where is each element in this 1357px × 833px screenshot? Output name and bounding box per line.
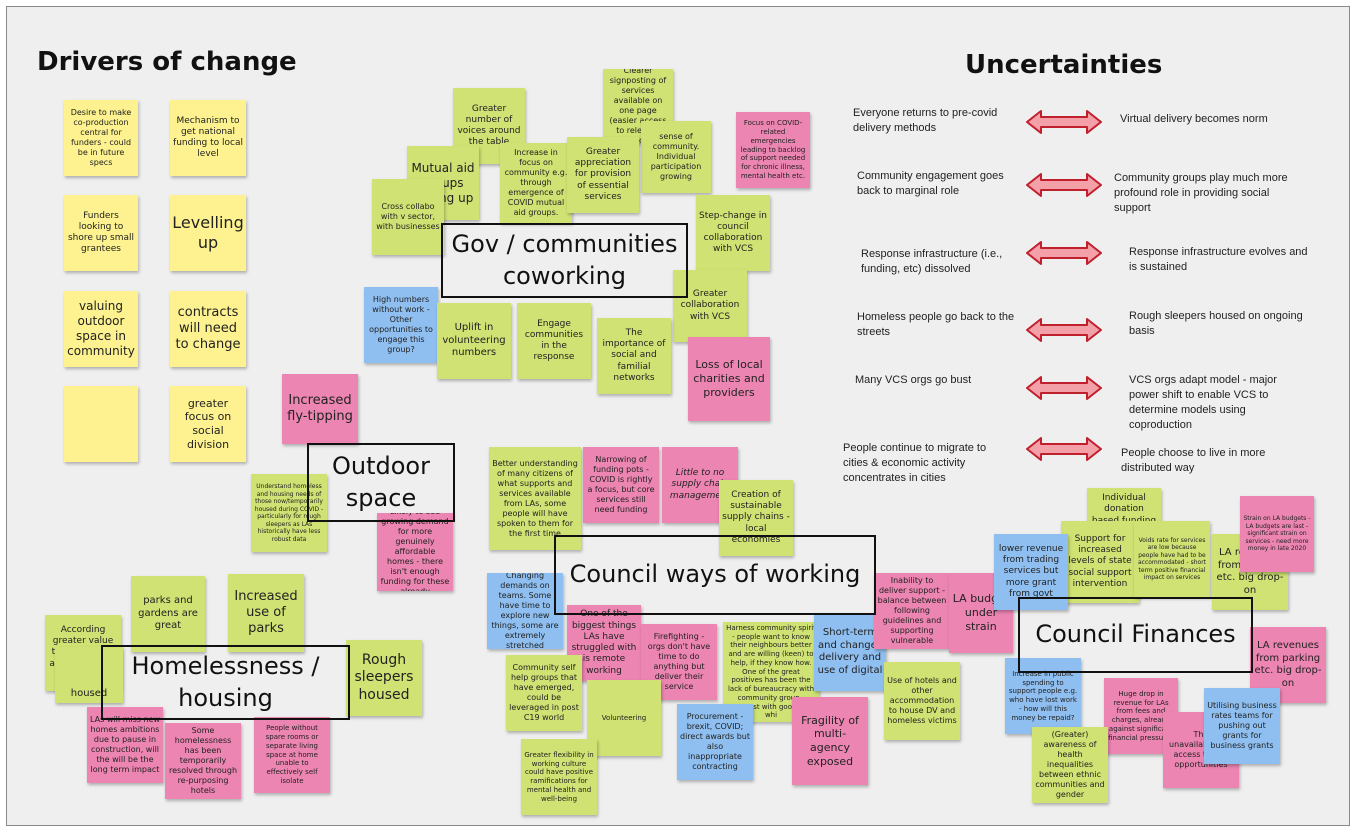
cluster-label-gov-communities[interactable]: Gov / communities coworking bbox=[441, 223, 688, 298]
sticky-note[interactable]: Step-change in council collaboration wit… bbox=[696, 195, 770, 271]
sticky-note[interactable]: Changing demands on teams. Some have tim… bbox=[487, 573, 563, 649]
sticky-note[interactable] bbox=[64, 386, 138, 462]
sticky-note[interactable]: Increase in public spending to support p… bbox=[1005, 658, 1081, 734]
double-arrow-icon bbox=[1026, 241, 1102, 265]
sticky-note[interactable]: High numbers without work - Other opport… bbox=[364, 287, 438, 363]
sticky-note[interactable]: Use of hotels and other accommodation to… bbox=[884, 662, 960, 740]
sticky-note[interactable]: sense of community. Individual participa… bbox=[641, 121, 711, 193]
sticky-note[interactable]: Levelling up bbox=[170, 195, 246, 271]
cluster-label-council-ways[interactable]: Council ways of working bbox=[554, 535, 876, 615]
sticky-note[interactable]: Narrowing of funding pots - COVID is rig… bbox=[583, 447, 659, 523]
sticky-note[interactable]: Rough sleepers housed bbox=[346, 640, 422, 716]
cluster-label-council-finances[interactable]: Council Finances bbox=[1018, 597, 1253, 673]
sticky-note[interactable]: Greater appreciation for provision of es… bbox=[567, 137, 639, 213]
sticky-note[interactable]: Procurement - brexit, COVID; direct awar… bbox=[677, 704, 753, 780]
sticky-note[interactable]: Cross collabo with v sector, with busine… bbox=[372, 179, 444, 255]
sticky-note[interactable]: valuing outdoor space in community bbox=[64, 291, 138, 367]
whiteboard-canvas[interactable]: Drivers of change Uncertainties Desire t… bbox=[6, 6, 1350, 826]
sticky-note[interactable]: Greater collaboration with VCS bbox=[673, 270, 747, 342]
uncertainty-left-text: Response infrastructure (i.e., funding, … bbox=[861, 248, 1003, 275]
sticky-note[interactable]: Uplift in volunteering numbers bbox=[437, 303, 511, 379]
double-arrow-icon bbox=[1026, 318, 1102, 342]
sticky-note[interactable]: Engage communities in the response bbox=[517, 303, 591, 379]
sticky-note[interactable]: Loss of local charities and providers bbox=[688, 337, 770, 421]
cluster-label-homelessness-housing[interactable]: Homelessness / housing bbox=[101, 645, 350, 720]
sticky-note[interactable]: Better understanding of many citizens of… bbox=[489, 447, 581, 550]
uncertainty-left-text: Community engagement goes back to margin… bbox=[857, 170, 1004, 197]
sticky-note[interactable]: Likely to see growing demand for more ge… bbox=[377, 513, 453, 591]
double-arrow-icon bbox=[1026, 437, 1102, 461]
uncertainty-right-text: Virtual delivery becomes norm bbox=[1120, 113, 1268, 125]
drivers-heading: Drivers of change bbox=[37, 47, 297, 77]
sticky-note[interactable]: Voids rate for services are low because … bbox=[1134, 521, 1210, 597]
sticky-note[interactable]: Creation of sustainable supply chains - … bbox=[719, 480, 793, 556]
sticky-note[interactable]: Inability to deliver support - balance b… bbox=[874, 573, 950, 649]
sticky-note[interactable]: Harness community spirit - people want t… bbox=[723, 622, 819, 722]
sticky-note[interactable]: Fragility of multi-agency exposed bbox=[792, 697, 868, 785]
uncertainty-left-text: Homeless people go back to the streets bbox=[857, 311, 1015, 338]
uncertainty-right-text: Community groups play much more profound… bbox=[1114, 172, 1288, 214]
sticky-note[interactable]: (Greater) awareness of health inequaliti… bbox=[1032, 727, 1108, 803]
sticky-note[interactable]: Utilising business rates teams for pushi… bbox=[1204, 688, 1280, 764]
sticky-note[interactable]: Increased fly-tipping bbox=[282, 374, 358, 444]
sticky-note[interactable]: Desire to make co-production central for… bbox=[64, 100, 138, 176]
uncertainty-right-text: People choose to live in more distribute… bbox=[1121, 447, 1266, 474]
sticky-note[interactable]: Mechanism to get national funding to loc… bbox=[170, 100, 246, 176]
cluster-label-outdoor-space[interactable]: Outdoor space bbox=[307, 443, 455, 522]
sticky-note[interactable]: Increase in focus on community e.g. thro… bbox=[500, 143, 572, 223]
sticky-note[interactable]: contracts will need to change bbox=[170, 291, 246, 367]
uncertainty-right-text: Response infrastructure evolves and is s… bbox=[1129, 246, 1308, 273]
sticky-note[interactable]: People without spare rooms or separate l… bbox=[254, 717, 330, 793]
sticky-note[interactable]: Increased use of parks bbox=[228, 574, 304, 652]
uncertainty-left-text: Many VCS orgs go bust bbox=[855, 374, 972, 386]
uncertainties-heading: Uncertainties bbox=[965, 50, 1163, 80]
uncertainty-left-text: People continue to migrate to cities & e… bbox=[843, 442, 987, 484]
sticky-note[interactable]: parks and gardens are great bbox=[131, 576, 205, 652]
sticky-note[interactable]: Greater flexibility in working culture c… bbox=[521, 739, 597, 815]
sticky-note[interactable]: Funders looking to shore up small grante… bbox=[64, 195, 138, 271]
sticky-note[interactable]: Focus on COVID-related emergencies leadi… bbox=[736, 112, 810, 188]
uncertainty-left-text: Everyone returns to pre-covid delivery m… bbox=[853, 107, 998, 134]
sticky-note[interactable]: Community self help groups that have eme… bbox=[506, 655, 582, 731]
sticky-note[interactable]: The importance of social and familial ne… bbox=[597, 318, 671, 394]
sticky-note[interactable]: Strain on LA budgets - LA budgets are la… bbox=[1240, 496, 1314, 572]
sticky-note[interactable]: Understand homeless and housing needs of… bbox=[251, 474, 327, 552]
double-arrow-icon bbox=[1026, 173, 1102, 197]
sticky-note[interactable]: Volunteering bbox=[587, 680, 661, 756]
uncertainty-right-text: VCS orgs adapt model - major power shift… bbox=[1129, 374, 1277, 431]
sticky-note[interactable]: Some homelessness has been temporarily r… bbox=[165, 723, 241, 799]
double-arrow-icon bbox=[1026, 110, 1102, 134]
sticky-note[interactable]: Support for increased levels of state so… bbox=[1061, 521, 1139, 603]
double-arrow-icon bbox=[1026, 376, 1102, 400]
sticky-note[interactable]: housed bbox=[55, 647, 123, 703]
sticky-note[interactable]: greater focus on social division bbox=[170, 386, 246, 462]
uncertainty-right-text: Rough sleepers housed on ongoing basis bbox=[1129, 310, 1303, 337]
